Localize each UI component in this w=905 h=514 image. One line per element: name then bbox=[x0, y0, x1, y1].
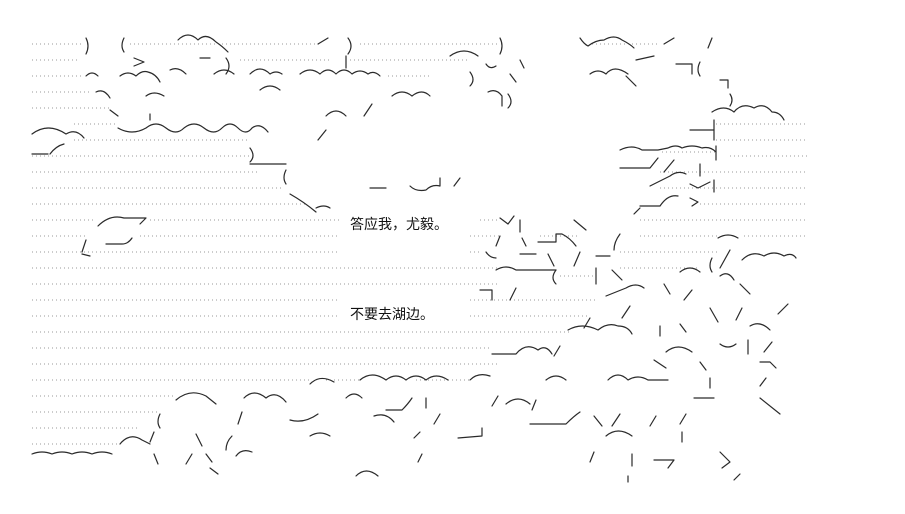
dialogue-line-1: 答应我，尤毅。 bbox=[344, 214, 454, 236]
dialogue-line-2: 不要去湖边。 bbox=[344, 304, 440, 326]
dot-texture bbox=[32, 43, 808, 445]
ascii-line-drawing bbox=[31, 34, 797, 483]
